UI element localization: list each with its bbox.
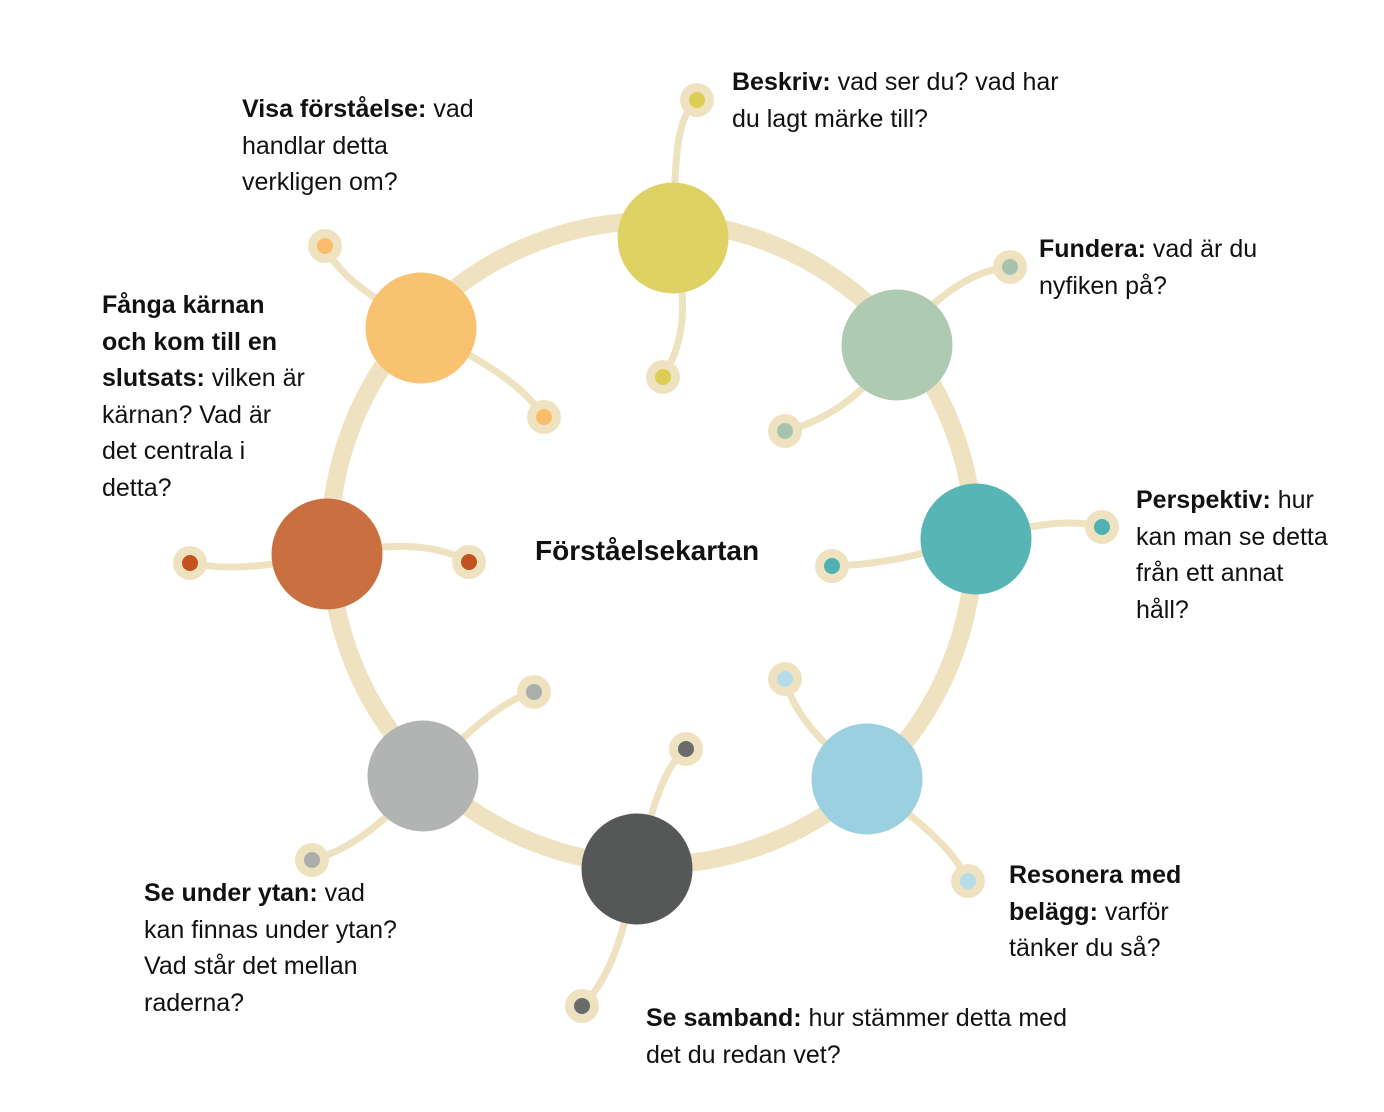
label-text: hur kan man se detta från ett annat håll… [1136,486,1328,624]
label-heading: Se samband: [646,1004,802,1032]
endpoint-dot-se-samband-1 [678,741,694,757]
label-heading: Resonera med belägg: [1009,861,1182,926]
label-text: hur stämmer detta med det du redan vet? [646,1004,1067,1069]
label-heading: Visa förståelse: [242,95,427,123]
label-text: vilken är kärnan? Vad är det centrala i … [102,364,305,502]
label-se-under-ytan: Se under ytan: vad kan finnas under ytan… [144,875,404,1021]
label-beskriv: Beskriv: vad ser du? vad har du lagt mär… [732,64,1092,137]
label-visa-forstaelse: Visa förståelse: vad handlar detta verkl… [242,91,482,201]
center-title: Förståelsekartan [535,535,760,566]
label-heading: Se under ytan: [144,879,318,907]
node-resonera [811,723,923,835]
label-perspektiv: Perspektiv: hur kan man se detta från et… [1136,482,1336,628]
endpoint-dot-perspektiv-1 [1094,519,1110,535]
node-se-under-ytan [367,720,479,832]
label-text: vad handlar detta verkligen om? [242,95,474,196]
endpoint-dot-perspektiv-2 [824,558,840,574]
node-beskriv [617,182,729,294]
node-fundera [841,289,953,401]
label-heading: Fånga kärnan och kom till en slutsats: [102,291,278,392]
label-se-samband: Se samband: hur stämmer detta med det du… [646,1000,1086,1073]
endpoint-dot-beskriv-1 [689,92,705,108]
endpoint-dot-fanga-karnan-1 [182,555,198,571]
endpoint-dot-se-under-ytan-1 [526,684,542,700]
endpoint-dot-resonera-2 [960,873,976,889]
endpoint-dot-fundera-2 [777,423,793,439]
node-visa-forstaelse [365,272,477,384]
label-heading: Perspektiv: [1136,486,1271,514]
endpoint-dot-se-under-ytan-2 [304,852,320,868]
label-text: vad ser du? vad har du lagt märke till? [732,68,1059,133]
endpoint-dot-visa-forstaelse-2 [536,409,552,425]
label-text: varför tänker du så? [1009,897,1169,963]
endpoint-dot-beskriv-2 [655,369,671,385]
endpoint-dot-fundera-1 [1002,259,1018,275]
node-perspektiv [920,483,1032,595]
label-heading: Beskriv: [732,68,831,96]
endpoint-dot-resonera-1 [777,671,793,687]
endpoint-dot-visa-forstaelse-1 [317,238,333,254]
endpoint-dot-fanga-karnan-2 [461,554,477,570]
endpoint-dot-se-samband-2 [574,998,590,1014]
label-fundera: Fundera: vad är du nyfiken på? [1039,231,1299,304]
node-fanga-karnan [271,498,383,610]
label-resonera: Resonera med belägg: varför tänker du så… [1009,857,1229,967]
label-text: vad kan finnas under ytan? Vad står det … [144,879,397,1017]
node-se-samband [581,813,693,925]
label-fanga-karnan: Fånga kärnan och kom till en slutsats: v… [102,287,312,506]
label-text: vad är du nyfiken på? [1039,235,1258,300]
nodes [271,182,1032,925]
label-heading: Fundera: [1039,235,1146,263]
